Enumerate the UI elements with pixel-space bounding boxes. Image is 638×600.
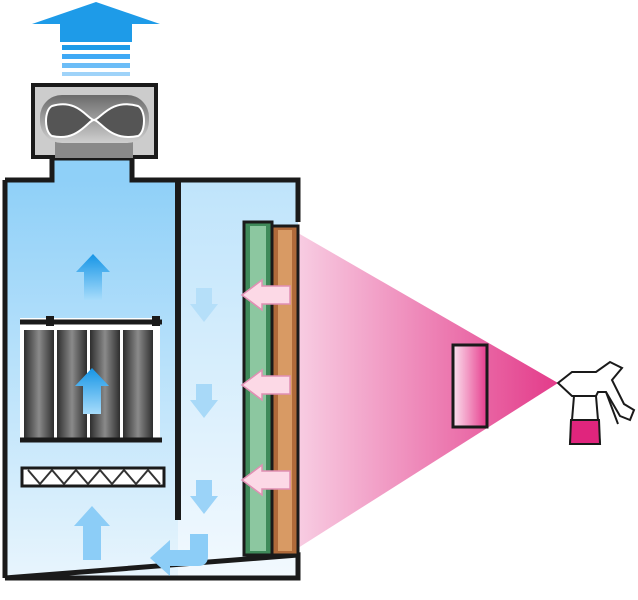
down-arrow-icon: [190, 384, 218, 418]
workpiece: [451, 343, 489, 429]
up-arrow-icon: [76, 254, 110, 300]
up-arrow-icon: [74, 506, 110, 560]
spray-gun-icon: [556, 360, 636, 445]
exhaust-arrow-icon: [32, 2, 160, 76]
down-arrow-icon: [190, 288, 218, 322]
spray-cone: [298, 233, 558, 548]
down-arrow-icon: [190, 480, 218, 514]
left-arrow-icon: [240, 368, 291, 402]
left-arrow-icon: [240, 463, 291, 497]
left-arrow-icon: [240, 278, 291, 312]
left-arrow-icon: [150, 534, 208, 576]
mist-eliminator: [20, 466, 166, 488]
up-arrow-icon: [75, 368, 109, 414]
exhaust-neck: [52, 158, 132, 182]
fan-icon: [40, 95, 149, 143]
fan-unit: [31, 83, 158, 159]
